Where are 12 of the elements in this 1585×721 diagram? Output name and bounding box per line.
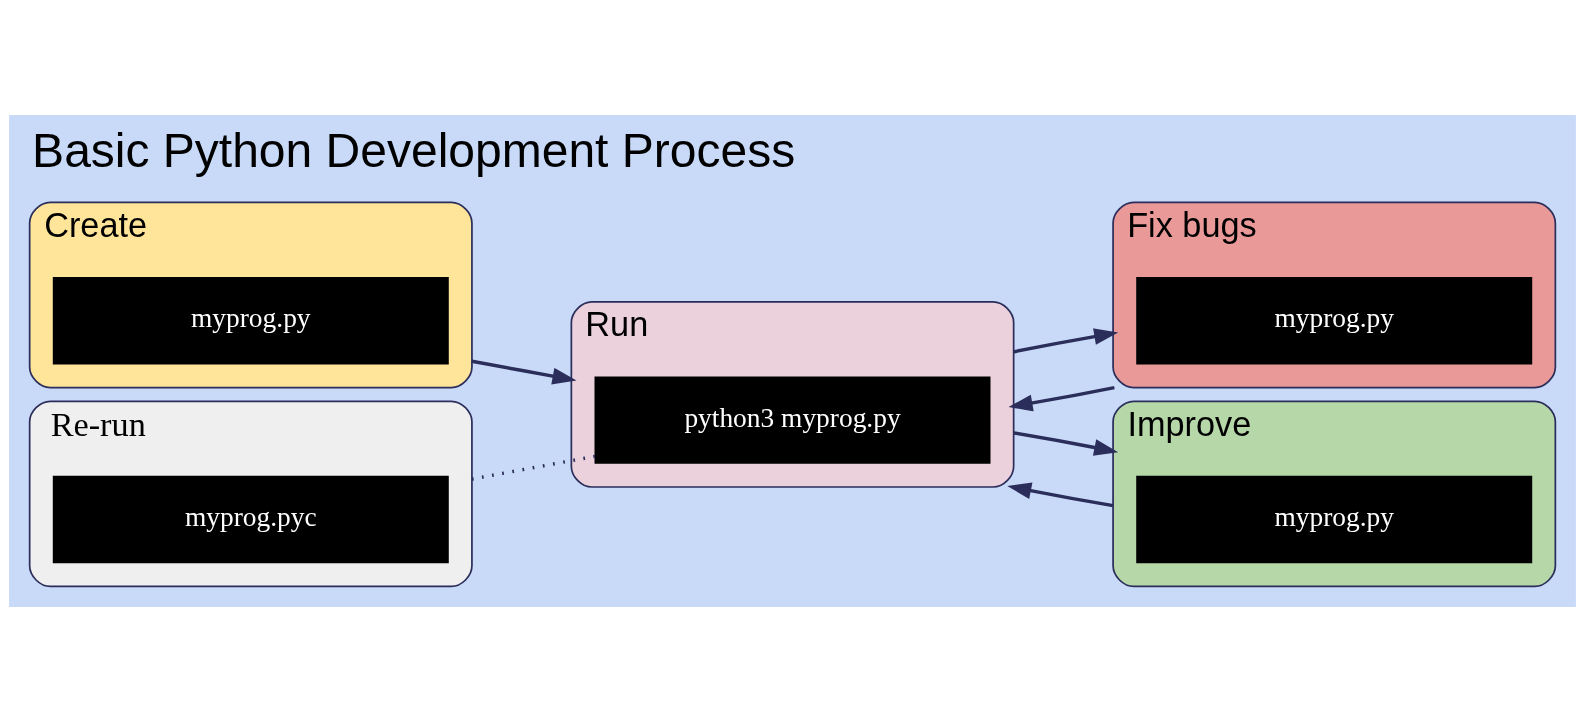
arrow — [471, 359, 577, 384]
node-box: myprog.py — [1136, 276, 1533, 364]
arrow — [1013, 327, 1119, 353]
diagram-title: Basic Python Development Process — [32, 123, 796, 177]
node-box: myprog.py — [52, 276, 449, 364]
arrow — [1007, 481, 1114, 507]
arrow — [1013, 430, 1119, 456]
node-box: myprog.py — [1136, 475, 1533, 563]
connector — [471, 454, 596, 481]
arrow — [1008, 385, 1115, 411]
node-box: python3 myprog.py — [594, 375, 991, 464]
node-box: myprog.pyc — [52, 475, 449, 563]
